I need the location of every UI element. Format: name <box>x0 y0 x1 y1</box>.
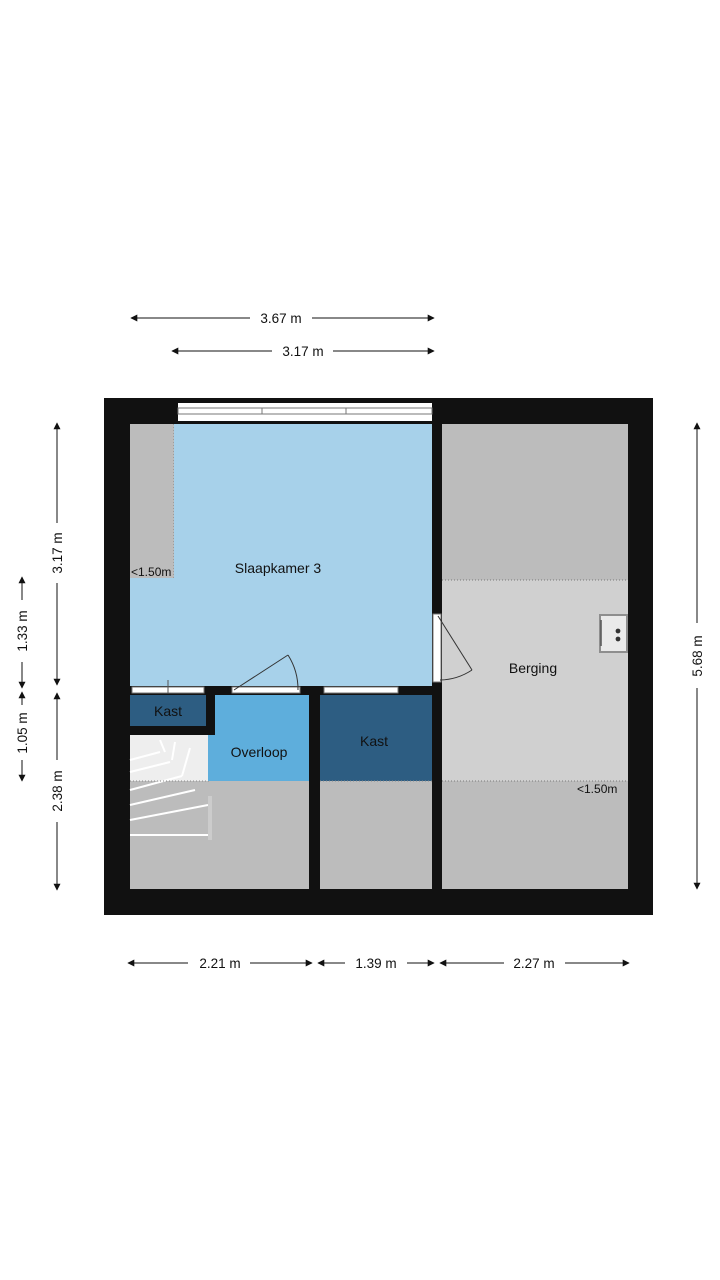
stairs <box>130 735 208 781</box>
dimension-bottom-mid: 1.39 m <box>317 956 435 971</box>
label-landing: Overloop <box>231 744 288 760</box>
bedroom-door <box>233 654 299 691</box>
dim-label-top-outer: 3.67 m <box>260 311 301 326</box>
dim-label-left-c: 3.17 m <box>50 532 65 573</box>
dimension-left-a: 1.33 m <box>15 576 30 689</box>
storage-door <box>437 615 473 681</box>
low-height-zone-storage-top <box>442 424 628 580</box>
dim-label-left-a: 1.33 m <box>15 610 30 651</box>
room-storage <box>442 580 628 781</box>
closet-door-large <box>323 686 399 694</box>
dim-label-bottom-mid: 1.39 m <box>355 956 396 971</box>
dimension-left-d: 2.38 m <box>50 692 65 891</box>
dimension-right: 5.68 m <box>690 422 705 890</box>
dim-label-bottom-right: 2.27 m <box>513 956 554 971</box>
label-closet-small: Kast <box>154 703 182 719</box>
room-bedroom <box>130 424 432 686</box>
boiler-icon <box>599 614 628 653</box>
dim-label-left-d: 2.38 m <box>50 770 65 811</box>
dim-label-right: 5.68 m <box>690 635 705 676</box>
dim-label-bottom-left: 2.21 m <box>199 956 240 971</box>
room-landing <box>208 695 309 781</box>
dim-label-top-inner: 3.17 m <box>282 344 323 359</box>
low-height-zone-closet <box>320 781 432 889</box>
dimension-left-b: 1.05 m <box>15 691 30 782</box>
label-bedroom: Slaapkamer 3 <box>235 560 322 576</box>
wall-vertical-middle <box>310 686 320 890</box>
low-height-note-left: <1.50m <box>131 565 171 579</box>
dimension-left-c: 3.17 m <box>50 422 65 686</box>
room-closet-small <box>130 695 206 726</box>
dimension-bottom-right: 2.27 m <box>439 956 630 971</box>
dim-label-left-b: 1.05 m <box>15 712 30 753</box>
dimension-top-outer: 3.67 m <box>130 311 435 326</box>
label-closet-large: Kast <box>360 733 388 749</box>
low-height-note-right: <1.50m <box>577 782 617 796</box>
dimension-bottom-left: 2.21 m <box>127 956 313 971</box>
room-closet-large <box>320 695 432 781</box>
label-storage: Berging <box>509 660 557 676</box>
low-height-zone-storage-bottom <box>442 781 628 889</box>
low-height-zone-bedroom <box>130 424 174 578</box>
dimension-top-inner: 3.17 m <box>171 344 435 359</box>
